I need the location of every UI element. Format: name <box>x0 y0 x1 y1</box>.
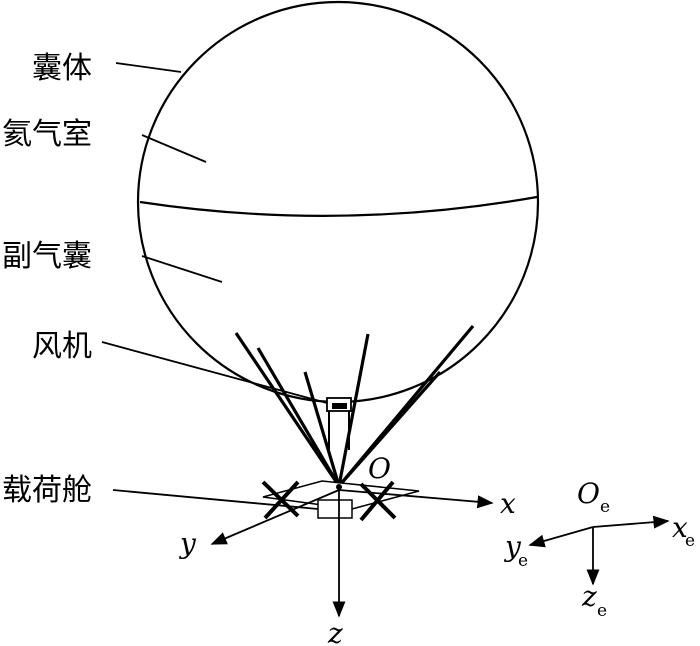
label-payload-cabin: 载荷舱 <box>2 473 92 508</box>
leader-ballonet <box>141 255 223 283</box>
earth-y-sub: e <box>518 551 528 571</box>
earth-origin-label: O <box>577 477 600 510</box>
earth-z-sub: e <box>597 601 607 621</box>
label-envelope: 囊体 <box>32 51 92 86</box>
propeller-right-icon <box>359 480 397 522</box>
leader-fan <box>101 341 328 404</box>
label-fan: 风机 <box>32 329 92 364</box>
earth-x-axis <box>592 515 670 529</box>
body-z-label: z <box>327 617 343 646</box>
earth-y-axis <box>528 526 594 548</box>
label-ballonet: 副气囊 <box>2 239 92 274</box>
fan-unit <box>326 397 352 450</box>
earth-x-sub: e <box>685 531 695 551</box>
body-x-axis <box>338 489 494 509</box>
earth-origin-sub: e <box>600 497 610 517</box>
earth-x-label: x <box>672 511 688 544</box>
body-y-label: y <box>178 527 197 560</box>
earth-z-label: z <box>581 580 597 613</box>
earth-y-label: y <box>503 530 522 563</box>
label-helium-chamber: 氦气室 <box>2 117 92 152</box>
chamber-partition <box>139 195 538 217</box>
leader-helium-chamber <box>141 134 207 163</box>
leader-payload-cabin <box>112 489 319 510</box>
leader-envelope <box>115 62 182 73</box>
suspension-cables <box>234 324 475 488</box>
body-origin-label: O <box>368 452 391 485</box>
body-y-axis <box>210 489 340 545</box>
body-x-label: x <box>500 487 516 520</box>
envelope-sphere <box>136 0 540 404</box>
